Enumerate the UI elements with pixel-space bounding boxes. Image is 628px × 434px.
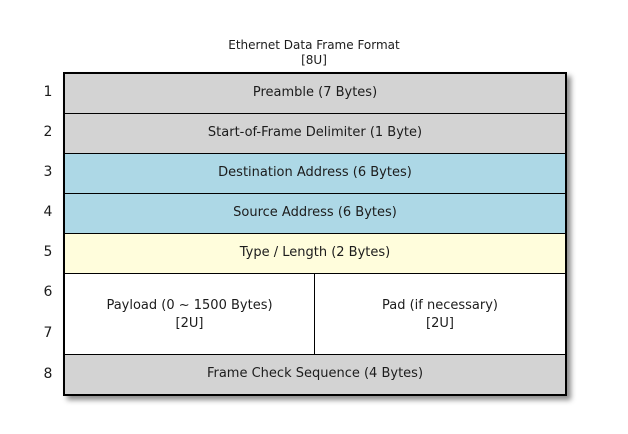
cell-sublabel: [2U] xyxy=(426,315,454,331)
row-source-address: Source Address (6 Bytes) xyxy=(65,194,565,234)
row-payload-pad: Payload (0 ~ 1500 Bytes) [2U] Pad (if ne… xyxy=(65,274,565,355)
row-number: 4 xyxy=(43,204,53,220)
row-destination-address: Destination Address (6 Bytes) xyxy=(65,154,565,194)
row-number: 5 xyxy=(43,244,53,260)
cell-label: Payload (0 ~ 1500 Bytes) xyxy=(106,297,273,313)
row-number: 7 xyxy=(43,325,53,341)
row-number: 8 xyxy=(43,366,53,382)
row-label: Destination Address (6 Bytes) xyxy=(218,165,412,180)
row-number: 2 xyxy=(43,124,53,140)
cell-payload: Payload (0 ~ 1500 Bytes) [2U] xyxy=(65,274,315,354)
row-label: Preamble (7 Bytes) xyxy=(252,85,378,100)
row-number: 3 xyxy=(43,164,53,180)
cell-label: Pad (if necessary) xyxy=(381,297,498,313)
row-sfd: Start-of-Frame Delimiter (1 Byte) xyxy=(65,114,565,154)
row-label: Start-of-Frame Delimiter (1 Byte) xyxy=(207,125,423,140)
row-frame-check-sequence: Frame Check Sequence (4 Bytes) xyxy=(65,355,565,394)
title-line: Ethernet Data Frame Format xyxy=(228,38,400,52)
title-subtitle: [8U] xyxy=(301,53,327,67)
row-label: Type / Length (2 Bytes) xyxy=(239,245,391,260)
cell-sublabel: [2U] xyxy=(175,315,204,331)
diagram-title: Ethernet Data Frame Format [8U] xyxy=(63,38,565,68)
frame-table: Preamble (7 Bytes) Start-of-Frame Delimi… xyxy=(63,72,567,396)
row-type-length: Type / Length (2 Bytes) xyxy=(65,234,565,274)
row-label: Source Address (6 Bytes) xyxy=(233,205,397,220)
cell-pad: Pad (if necessary) [2U] xyxy=(315,274,565,354)
row-number: 1 xyxy=(43,84,53,100)
row-preamble: Preamble (7 Bytes) xyxy=(65,74,565,114)
row-label: Frame Check Sequence (4 Bytes) xyxy=(206,366,424,381)
row-number: 6 xyxy=(43,284,53,300)
